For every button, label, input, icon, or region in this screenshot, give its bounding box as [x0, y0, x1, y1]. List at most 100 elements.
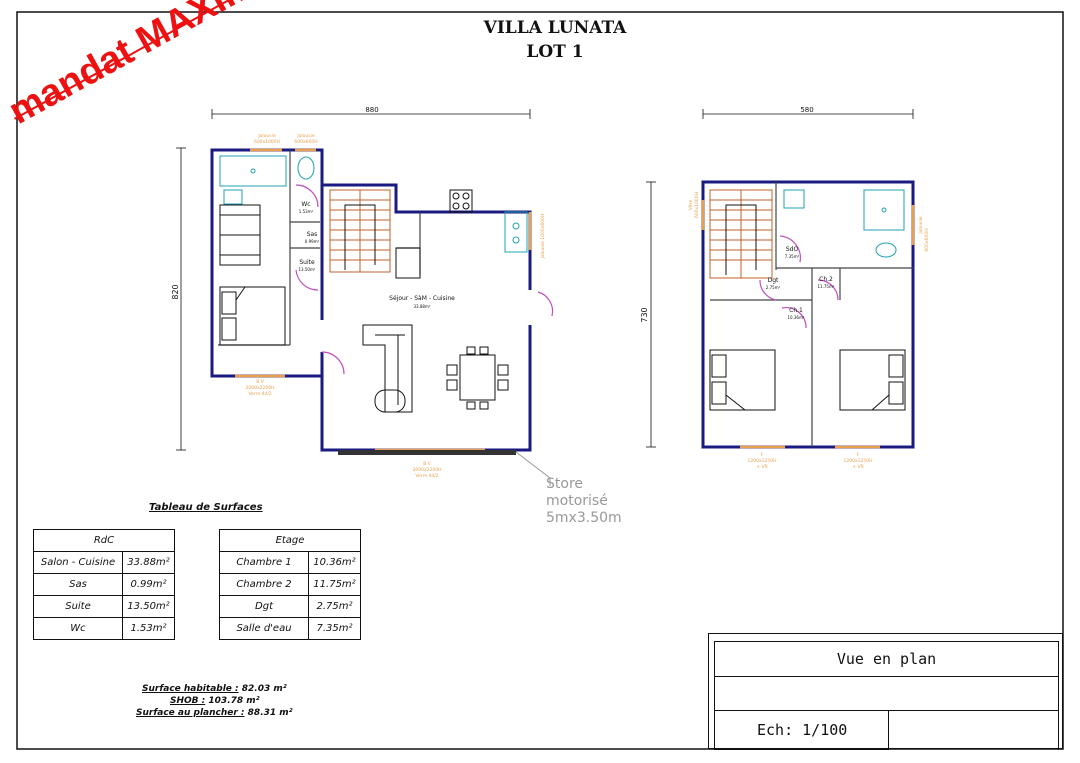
rdc-row-label: Salon - Cuisine [33, 551, 123, 574]
room-wc-area: 1.53m² [299, 209, 314, 214]
room-suite-label: Suite [299, 259, 315, 266]
rdc-row-value: 13.50m² [122, 595, 175, 618]
gf-kitchen-window: Jalousie 1000x600H [540, 214, 546, 260]
uf-bottom-window-1-name: F [761, 452, 764, 458]
title-block-empty-cell [714, 677, 1059, 710]
plan-labels: 880 820 580 730 Séjour - SàM - Cuisine 3… [171, 106, 835, 323]
gf-window-1-size: 600x1000H [254, 139, 280, 145]
shob-value: 103.78 m² [208, 696, 260, 706]
gf-door-swings [295, 184, 554, 375]
rdc-header: RdC [33, 529, 175, 552]
store-note-line1: Store [546, 476, 584, 492]
gf-motorized-blind [338, 450, 551, 486]
gf-main-bay-glass: Verre 44/2 [415, 473, 438, 479]
gf-main-bay-name: B.V [423, 461, 432, 467]
room-living-area: 33.88m² [414, 304, 431, 309]
title-block-scale-cell: Ech: 1/100 [714, 710, 889, 750]
gf-suite-bay-name: B.V [256, 379, 265, 385]
etage-row-label: Salle d'eau [219, 617, 309, 640]
etage-row-label: Chambre 1 [219, 551, 309, 574]
gf-window-2-name: Jalousie [296, 133, 315, 139]
habitable-value: 82.03 m² [241, 684, 287, 694]
gf-kitchen-counter [395, 189, 528, 279]
etage-row-label: Dgt [219, 595, 309, 618]
shob-label: SHOB : [170, 696, 206, 706]
room-living-label: Séjour - SàM - Cuisine [389, 295, 455, 302]
plancher-label: Surface au plancher : [136, 708, 245, 718]
uf-walls [701, 180, 915, 449]
etage-row-value: 10.36m² [308, 551, 361, 574]
uf-bed-ch1 [709, 349, 776, 411]
room-ch1-area: 10.36m² [788, 315, 805, 320]
etage-row-value: 7.35m² [308, 617, 361, 640]
rdc-row-value: 33.88m² [122, 551, 175, 574]
gf-window-1-name: Jalousie [257, 133, 276, 139]
gf-sofa [362, 324, 413, 413]
drawing-title: VILLA LUNATA [483, 18, 627, 38]
title-block: Vue en plan Ech: 1/100 [708, 633, 1063, 750]
gf-suite-bay-size: 2000x2200H [246, 385, 275, 391]
gf-main-bay-size: 3000x2200H [413, 467, 442, 473]
uf-bottom-window-2-size: 1200x1250H [844, 458, 873, 464]
uf-left-window-size: 600x1000H [694, 192, 700, 218]
gf-windows [235, 148, 532, 452]
gf-height-dimension [176, 147, 186, 451]
uf-staircase [709, 189, 773, 279]
room-sdo-label: SdO [786, 246, 799, 253]
room-suite-area: 13.50m² [299, 267, 316, 272]
surface-summary: Surface habitable : 82.03 m² SHOB : 103.… [136, 683, 293, 719]
uf-door-swings [759, 235, 839, 329]
uf-bed-ch2 [839, 349, 906, 411]
uf-right-window-name: Jalousie [918, 216, 924, 235]
gf-width-label: 880 [365, 106, 378, 114]
view-label: Vue en plan [836, 650, 937, 668]
rdc-row-label: Suite [33, 595, 123, 618]
upper-floor-plan [646, 109, 915, 449]
gf-suite-bay-glass: Verre 44/2 [248, 391, 271, 397]
uf-partitions [710, 182, 913, 447]
surface-table-title: Tableau de Surfaces [149, 502, 263, 513]
uf-height-label: 730 [640, 307, 649, 322]
rdc-row-label: Sas [33, 573, 123, 596]
gf-dining-table [446, 346, 509, 410]
etage-row-value: 11.75m² [308, 573, 361, 596]
room-ch2-label: Ch.2 [819, 276, 833, 283]
gf-window-2-size: 600x600H [294, 139, 317, 145]
uf-left-window-name: Vitre [688, 200, 694, 211]
title-block-blank-cell [889, 710, 1059, 750]
etage-row-label: Chambre 2 [219, 573, 309, 596]
room-sas-label: Sas [307, 231, 318, 238]
room-sdo-area: 7.35m² [785, 254, 800, 259]
uf-width-dimension [702, 109, 914, 119]
gf-width-dimension [211, 109, 531, 119]
uf-bottom-window-2-vr: + VR [852, 464, 863, 470]
gf-staircase [329, 189, 391, 273]
uf-windows [701, 200, 915, 449]
room-dgt-label: Dgt [768, 277, 779, 284]
room-dgt-area: 2.75m² [766, 285, 781, 290]
sheet-frame [16, 11, 1064, 750]
room-sas-area: 0.99m² [305, 239, 320, 244]
uf-bottom-window-1-size: 1200x1250H [748, 458, 777, 464]
store-note-line2: motorisé [546, 493, 608, 509]
title-block-view-cell: Vue en plan [714, 641, 1059, 677]
uf-bottom-window-2-name: F [857, 452, 860, 458]
habitable-label: Surface habitable : [142, 684, 239, 694]
uf-right-window-size: 600x600H [924, 228, 930, 251]
uf-height-dimension [646, 181, 656, 448]
room-wc-label: Wc [301, 201, 310, 208]
store-note: Store motorisé 5mx3.50m [546, 476, 622, 527]
gf-bath-fixtures [219, 155, 315, 205]
window-labels: Jalousie 600x1000H Jalousie 600x600H B.V… [246, 133, 930, 479]
scale-label: Ech: 1/100 [757, 721, 848, 739]
etage-row-value: 2.75m² [308, 595, 361, 618]
room-ch1-label: Ch.1 [789, 307, 803, 314]
